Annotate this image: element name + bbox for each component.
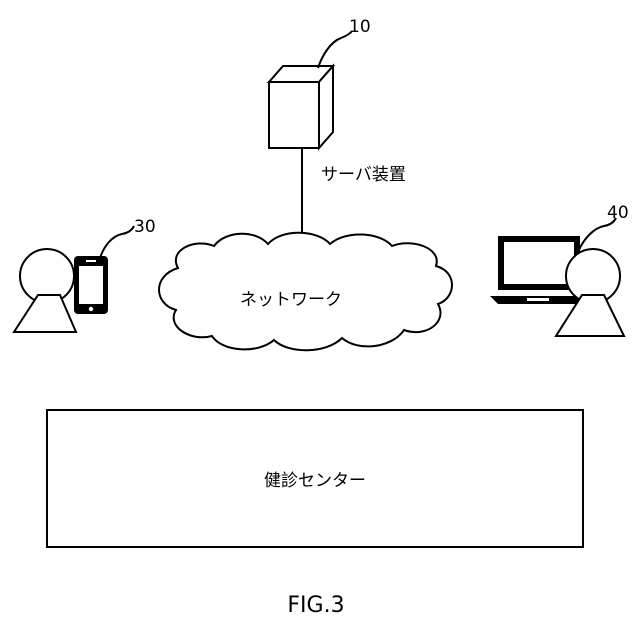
smartphone-user-ref-number: 30: [134, 217, 156, 237]
server-ref-leader: [318, 31, 352, 68]
smartphone-ref-leader: [100, 226, 134, 258]
server-label: サーバ装置: [321, 165, 406, 185]
user-with-laptop: [490, 236, 624, 336]
network-label: ネットワーク: [240, 290, 342, 310]
user-body-left: [14, 295, 76, 332]
health-center-label: 健診センター: [264, 471, 366, 491]
laptop-user-ref-number: 40: [607, 203, 629, 223]
user-with-smartphone: [14, 249, 108, 332]
server-device: [269, 66, 333, 148]
server-ref-number: 10: [349, 17, 371, 37]
figure-caption: FIG.3: [287, 593, 344, 618]
laptop-ref-leader: [578, 218, 616, 252]
